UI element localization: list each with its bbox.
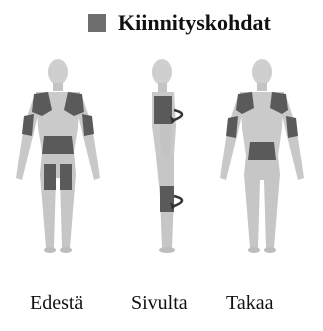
rotation-arrow-icon: [174, 196, 182, 206]
attachment-zone: [44, 164, 56, 190]
body-figure-back: [212, 56, 312, 256]
view-label-front: Edestä: [30, 290, 83, 316]
body-figure-front: [8, 56, 108, 256]
legend: Kiinnityskohdat: [88, 8, 318, 38]
legend-label: Kiinnityskohdat: [118, 8, 271, 38]
attachment-zone: [82, 114, 94, 136]
legend-swatch: [88, 14, 106, 32]
attachment-zone: [226, 116, 238, 138]
attachment-zone: [286, 116, 298, 138]
attachment-zone: [42, 136, 74, 154]
attachment-zone: [154, 96, 172, 124]
attachment-zone: [22, 114, 34, 136]
body-figure-side: [130, 56, 210, 256]
view-label-side: Sivulta: [131, 290, 188, 316]
attachment-zone: [248, 142, 276, 160]
view-label-back: Takaa: [226, 290, 273, 316]
attachment-zone: [60, 164, 72, 190]
